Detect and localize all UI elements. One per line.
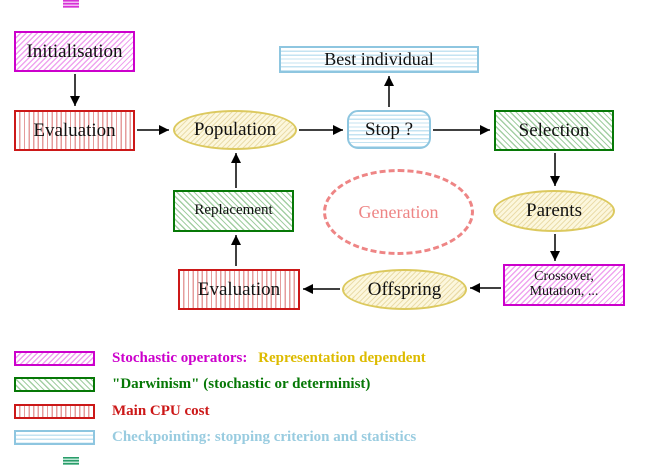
bottom-edge-artifact xyxy=(63,457,79,465)
node-stop-label: Stop ? xyxy=(364,118,414,140)
node-evaluation-top-label: Evaluation xyxy=(33,119,116,141)
node-population: Population xyxy=(173,110,297,150)
cyan-horizontal-hatch-swatch-icon xyxy=(14,430,95,445)
legend-item-main-cpu-cost: Main CPU cost xyxy=(14,403,210,420)
node-stop: Stop ? xyxy=(347,110,431,149)
node-replacement: Replacement xyxy=(173,190,294,232)
node-population-label: Population xyxy=(193,119,277,141)
legend-text-checkpointing: Checkpointing: stopping criterion and st… xyxy=(112,429,417,445)
node-evaluation-top: Evaluation xyxy=(14,110,135,151)
node-offspring-label: Offspring xyxy=(367,278,442,300)
legend-item-darwinism: "Darwinism" (stochastic or determinist) xyxy=(14,376,370,393)
green-diagonal-hatch-swatch-icon xyxy=(14,377,95,392)
node-best-individual: Best individual xyxy=(279,46,479,73)
legend-text-stochastic: Stochastic operators: Representation dep… xyxy=(112,350,426,367)
legend-text-darwinism: "Darwinism" (stochastic or determinist) xyxy=(112,376,371,392)
top-edge-artifact xyxy=(63,0,79,8)
node-evaluation-bottom: Evaluation xyxy=(178,269,300,310)
legend-text-stochastic-primary: Stochastic operators: xyxy=(112,350,248,366)
node-parents: Parents xyxy=(493,190,615,232)
node-best-individual-label: Best individual xyxy=(324,49,434,70)
node-initialisation-label: Initialisation xyxy=(26,40,123,62)
crossover-line2: Mutation, ... xyxy=(529,284,599,299)
node-crossover-mutation: Crossover, Mutation, ... xyxy=(503,264,625,306)
legend-text-cpu-cost: Main CPU cost xyxy=(112,403,210,419)
generation-loop-ellipse: Generation xyxy=(323,169,474,255)
legend-item-stochastic-operators: Stochastic operators: Representation dep… xyxy=(14,350,426,367)
node-evaluation-bottom-label: Evaluation xyxy=(197,278,281,300)
node-crossover-mutation-label: Crossover, Mutation, ... xyxy=(530,270,599,299)
crossover-line1: Crossover, xyxy=(534,269,594,285)
red-vertical-hatch-swatch-icon xyxy=(14,404,95,419)
node-selection-label: Selection xyxy=(518,119,590,141)
node-replacement-label: Replacement xyxy=(194,202,273,219)
legend-item-checkpointing: Checkpointing: stopping criterion and st… xyxy=(14,429,416,446)
node-parents-label: Parents xyxy=(526,200,582,222)
legend-text-stochastic-secondary: Representation dependent xyxy=(258,350,426,366)
magenta-diagonal-hatch-swatch-icon xyxy=(14,351,95,366)
node-offspring: Offspring xyxy=(342,269,467,310)
node-selection: Selection xyxy=(494,110,614,151)
generation-label: Generation xyxy=(358,201,439,222)
node-initialisation: Initialisation xyxy=(14,31,135,72)
